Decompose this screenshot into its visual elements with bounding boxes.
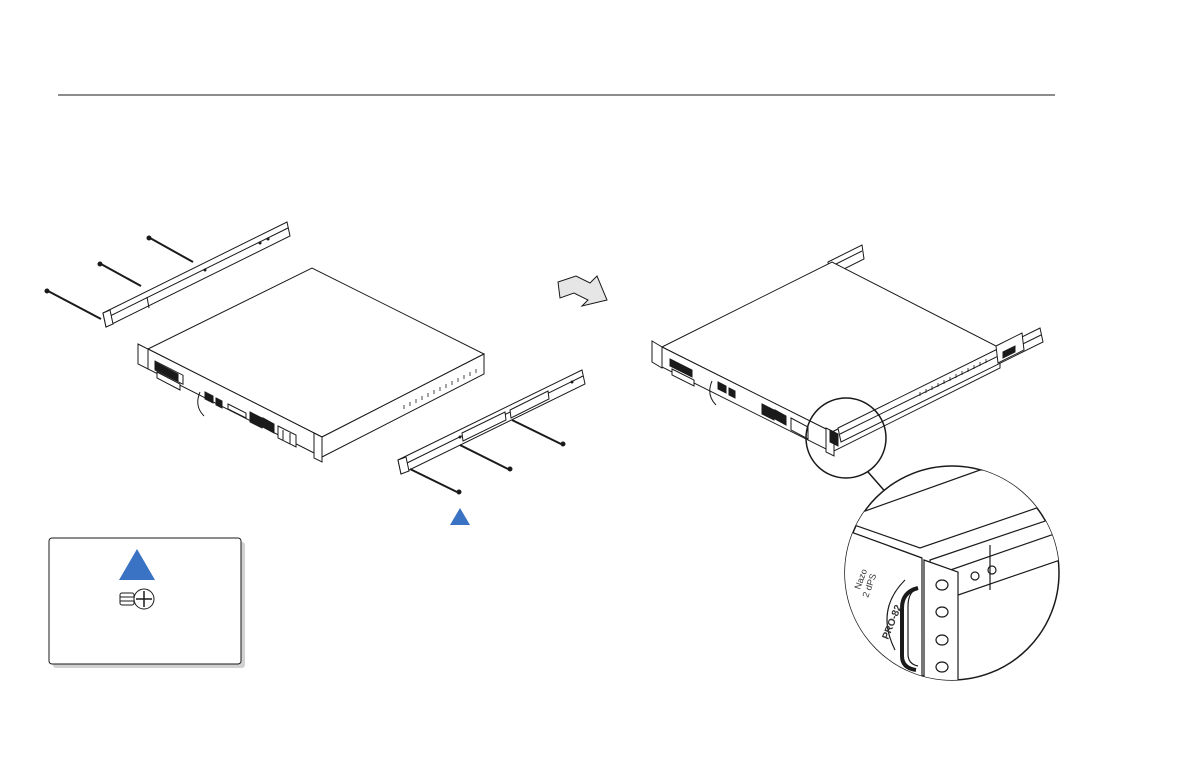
detail-callout: Nazo 2 dPS PRO-82 xyxy=(840,466,1060,690)
assembled-view xyxy=(652,245,1043,456)
exploded-view xyxy=(45,222,585,494)
server-chassis xyxy=(138,268,484,462)
direction-arrow xyxy=(558,276,607,306)
screw-head xyxy=(457,490,461,494)
screw-head xyxy=(147,236,151,240)
legend-box xyxy=(49,538,245,668)
screw-head xyxy=(508,467,512,471)
screw-head xyxy=(98,262,102,266)
screw-marker xyxy=(450,508,470,525)
screw-head xyxy=(561,442,565,446)
screw-head xyxy=(45,289,49,293)
